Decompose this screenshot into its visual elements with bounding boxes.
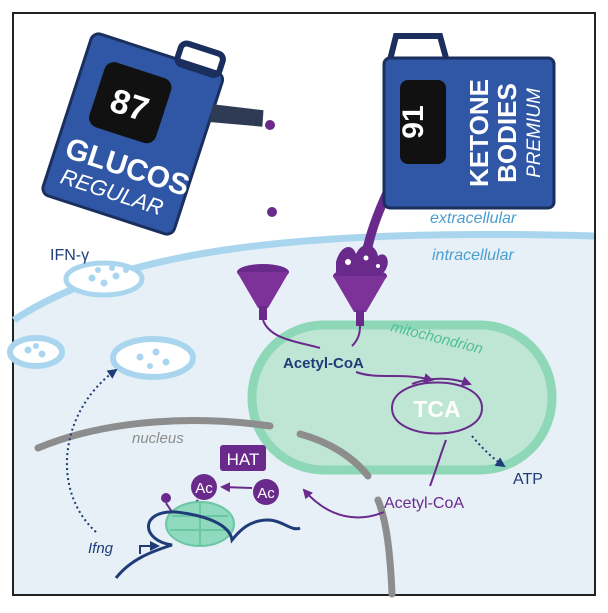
ketone-octane-number: 91 (397, 105, 430, 138)
mitochondrion (247, 320, 557, 475)
arrow-acetylcoa-to-tca (355, 371, 434, 383)
hat-box (220, 445, 266, 471)
atp-label: ATP (513, 471, 543, 488)
ifng-gene-label: Ifng (88, 540, 114, 557)
ketone-grade: PREMIUM (524, 88, 545, 178)
ketone-can: 91 KETONE BODIES PREMIUM (382, 33, 556, 210)
ac2-label: Ac (257, 485, 275, 502)
ketone-octane-badge (400, 80, 446, 164)
extracellular-label: extracellular (430, 210, 517, 227)
secretion-vesicle (63, 260, 145, 298)
acetyl-group-2 (253, 479, 279, 505)
plasma-membrane (12, 230, 595, 323)
arrow-acetylcoa-to-nucleus (302, 488, 385, 519)
line-tca-to-cyto-acetylcoa (429, 439, 447, 487)
ac1-label: Ac (195, 480, 213, 497)
hat-label: HAT (227, 450, 260, 469)
ketone-funnel (333, 245, 388, 347)
ketone-label-line1: KETONE (464, 79, 494, 187)
tca-label: TCA (413, 396, 460, 422)
glucose-octane-badge (89, 62, 172, 144)
ifn-gamma-label: IFN-γ (50, 247, 89, 264)
arrow-ifng-secretion (66, 368, 118, 533)
vesicle-left (7, 335, 65, 369)
acetyl-coa-cyto-label: Acetyl-CoA (384, 495, 464, 512)
dna-strand (114, 510, 301, 579)
acetyl-group-1 (191, 474, 217, 500)
acetyl-coa-mito-label: Acetyl-CoA (283, 355, 364, 372)
nucleus-label: nucleus (132, 430, 184, 447)
arrow-ac-transfer (220, 482, 253, 493)
gene-start-arrow (139, 541, 160, 554)
nuclear-envelope (34, 417, 396, 598)
intracellular-label: intracellular (432, 247, 514, 264)
arrow-tca-to-atp (471, 435, 506, 468)
ketone-label-line2: BODIES (492, 83, 522, 183)
glucose-funnel (237, 264, 321, 349)
vesicle-center (110, 336, 196, 380)
fuel-drop (267, 207, 277, 217)
fuel-drop (265, 120, 275, 130)
